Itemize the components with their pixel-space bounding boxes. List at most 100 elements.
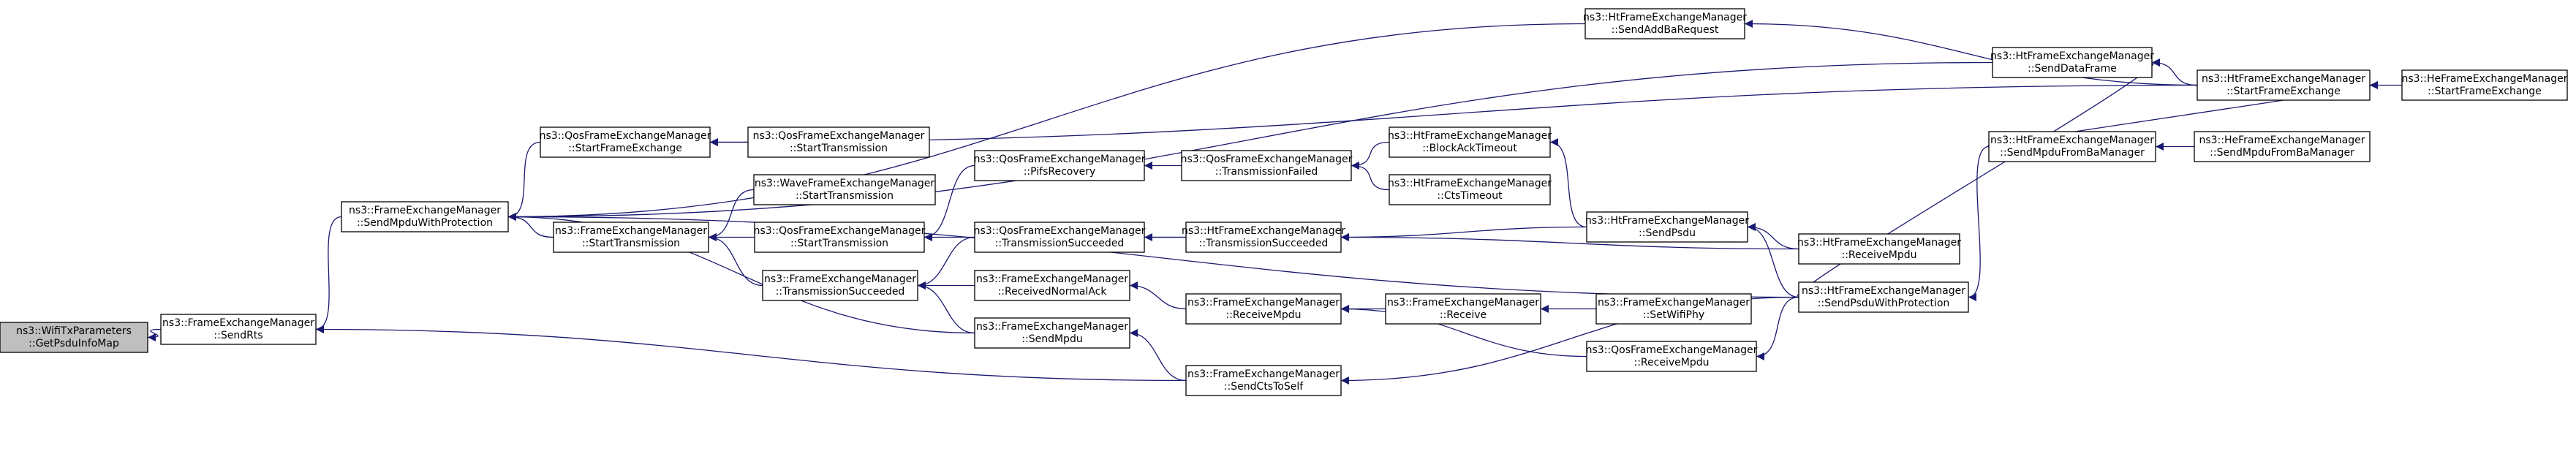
node-class-label: ns3::QosFrameExchangeManager <box>540 130 711 142</box>
node-box <box>753 174 936 205</box>
node-n19[interactable]: ns3::FrameExchangeManager::Receive <box>1385 293 1541 325</box>
node-box <box>1584 8 1745 39</box>
node-method-label: ::SendAddBaRequest <box>1612 24 1719 36</box>
node-n8[interactable]: ns3::QosFrameExchangeManager::StartTrans… <box>747 126 930 158</box>
node-n20[interactable]: ns3::FrameExchangeManager::SetWifiPhy <box>1595 293 1752 325</box>
node-method-label: ::StartFrameExchange <box>2226 86 2341 97</box>
edge-n21-to-n2 <box>507 23 1586 221</box>
node-class-label: ns3::FrameExchangeManager <box>1598 297 1750 309</box>
edge-n3-to-n2 <box>507 141 541 221</box>
node-n10[interactable]: ns3::QosFrameExchangeManager::Transmissi… <box>974 222 1146 253</box>
node-class-label: ns3::HeFrameExchangeManager <box>2199 135 2365 146</box>
edge-n23-to-n15 <box>1340 305 1587 357</box>
nodes-layer: ns3::WifiTxParameters::GetPsduInfoMapns3… <box>0 8 2568 396</box>
node-class-label: ns3::QosFrameExchangeManager <box>974 225 1146 237</box>
edge-n2-to-n1 <box>315 216 342 333</box>
node-class-label: ns3::WifiTxParameters <box>16 325 132 337</box>
node-n4[interactable]: ns3::FrameExchangeManager::StartTransmis… <box>553 222 709 253</box>
node-n23[interactable]: ns3::QosFrameExchangeManager::ReceiveMpd… <box>1586 341 1758 372</box>
edge-n12-to-n5 <box>917 281 975 334</box>
node-class-label: ns3::FrameExchangeManager <box>349 205 501 216</box>
node-n22[interactable]: ns3::HtFrameExchangeManager::SendPsdu <box>1585 211 1749 243</box>
node-n7[interactable]: ns3::WaveFrameExchangeManager::StartTran… <box>753 174 936 205</box>
node-box <box>2197 69 2371 101</box>
node-class-label: ns3::HtFrameExchangeManager <box>1583 12 1747 23</box>
node-n30[interactable]: ns3::HeFrameExchangeManager::StartFrameE… <box>2401 69 2568 101</box>
node-class-label: ns3::HtFrameExchangeManager <box>1990 135 2154 146</box>
edge-n26-to-n14 <box>1340 233 1799 250</box>
edge-n27-to-n2 <box>507 213 1799 298</box>
node-n17[interactable]: ns3::HtFrameExchangeManager::BlockAckTim… <box>1388 126 1552 158</box>
node-n15[interactable]: ns3::FrameExchangeManager::ReceiveMpdu <box>1185 293 1342 325</box>
node-method-label: ::SendRts <box>214 330 262 341</box>
node-n1[interactable]: ns3::FrameExchangeManager::SendRts <box>160 314 317 345</box>
node-class-label: ns3::HtFrameExchangeManager <box>1797 237 1961 249</box>
node-n9[interactable]: ns3::QosFrameExchangeManager::PifsRecove… <box>974 150 1146 181</box>
node-class-label: ns3::WaveFrameExchangeManager <box>755 178 935 189</box>
edge-n9-to-n6 <box>923 164 975 241</box>
node-n5[interactable]: ns3::FrameExchangeManager::TransmissionS… <box>762 270 918 301</box>
node-class-label: ns3::HtFrameExchangeManager <box>1585 215 1749 227</box>
edge-n25-to-n27 <box>1968 145 1990 301</box>
node-box <box>1586 211 1748 243</box>
node-class-label: ns3::FrameExchangeManager <box>976 321 1128 333</box>
node-box <box>160 314 317 345</box>
node-class-label: ns3::HtFrameExchangeManager <box>1802 285 1965 297</box>
edge-n22-to-n17 <box>1549 138 1587 228</box>
edge-n27-to-n22 <box>1747 223 1799 298</box>
node-n18[interactable]: ns3::HtFrameExchangeManager::CtsTimeout <box>1388 174 1552 205</box>
edge-n1-to-n0 <box>147 328 162 341</box>
node-n3[interactable]: ns3::QosFrameExchangeManager::StartFrame… <box>540 126 711 158</box>
node-n2[interactable]: ns3::FrameExchangeManager::SendMpduWithP… <box>341 201 509 232</box>
edge-n28-to-n3 <box>709 84 2198 146</box>
node-box <box>341 201 509 232</box>
node-method-label: ::SendPsdu <box>1639 227 1696 239</box>
node-n12[interactable]: ns3::FrameExchangeManager::SendMpdu <box>974 317 1130 349</box>
node-box <box>1389 174 1551 205</box>
node-n25[interactable]: ns3::HtFrameExchangeManager::SendMpduFro… <box>1988 131 2156 162</box>
edge-n27-to-n23 <box>1756 296 1799 360</box>
node-n13[interactable]: ns3::QosFrameExchangeManager::Transmissi… <box>1181 150 1353 181</box>
node-class-label: ns3::HtFrameExchangeManager <box>1388 178 1552 189</box>
node-box <box>1181 150 1352 181</box>
node-box <box>1185 293 1342 325</box>
node-n27[interactable]: ns3::HtFrameExchangeManager::SendPsduWit… <box>1798 281 1969 313</box>
node-box <box>1992 47 2153 78</box>
edge-n15-to-n11 <box>1129 281 1187 310</box>
node-n6[interactable]: ns3::QosFrameExchangeManager::StartTrans… <box>754 222 926 253</box>
node-n0[interactable]: ns3::WifiTxParameters::GetPsduInfoMap <box>0 322 148 353</box>
node-method-label: ::StartFrameExchange <box>2428 86 2542 97</box>
node-box <box>974 150 1145 181</box>
node-box <box>762 270 918 301</box>
node-method-label: ::StartFrameExchange <box>568 143 682 154</box>
node-n24[interactable]: ns3::HtFrameExchangeManager::SendDataFra… <box>1990 47 2154 78</box>
node-class-label: ns3::HtFrameExchangeManager <box>1990 50 2154 62</box>
edge-n26-to-n22 <box>1747 223 1799 250</box>
node-method-label: ::GetPsduInfoMap <box>29 338 119 349</box>
node-method-label: ::StartTransmission <box>582 238 680 249</box>
edge-n16-to-n1 <box>315 325 1187 382</box>
node-class-label: ns3::FrameExchangeManager <box>1387 297 1539 309</box>
node-method-label: ::StartTransmission <box>790 143 888 154</box>
node-n21[interactable]: ns3::HtFrameExchangeManager::SendAddBaRe… <box>1583 8 1747 39</box>
edge-n24-to-n2 <box>507 61 1993 221</box>
node-box <box>974 222 1145 253</box>
node-n28[interactable]: ns3::HtFrameExchangeManager::StartFrameE… <box>2197 69 2371 101</box>
edge-n16-to-n12 <box>1129 329 1187 382</box>
node-method-label: ::ReceiveMpdu <box>1634 357 1710 368</box>
node-method-label: ::TransmissionSucceeded <box>995 238 1125 249</box>
node-n29[interactable]: ns3::HeFrameExchangeManager::SendMpduFro… <box>2194 131 2371 162</box>
node-class-label: ns3::HtFrameExchangeManager <box>2202 73 2365 85</box>
node-method-label: ::SendMpduFromBaManager <box>2000 147 2145 159</box>
node-n16[interactable]: ns3::FrameExchangeManager::SendCtsToSelf <box>1185 365 1342 396</box>
node-n14[interactable]: ns3::HtFrameExchangeManager::Transmissio… <box>1182 222 1345 253</box>
node-n26[interactable]: ns3::HtFrameExchangeManager::ReceiveMpdu <box>1797 233 1961 265</box>
node-class-label: ns3::FrameExchangeManager <box>1187 368 1340 380</box>
node-box <box>1586 341 1757 372</box>
node-box <box>1385 293 1541 325</box>
node-box <box>1988 131 2156 162</box>
node-box <box>553 222 709 253</box>
node-n11[interactable]: ns3::FrameExchangeManager::ReceivedNorma… <box>974 270 1130 301</box>
node-method-label: ::ReceiveMpdu <box>1226 309 1302 321</box>
node-class-label: ns3::QosFrameExchangeManager <box>1586 344 1758 356</box>
